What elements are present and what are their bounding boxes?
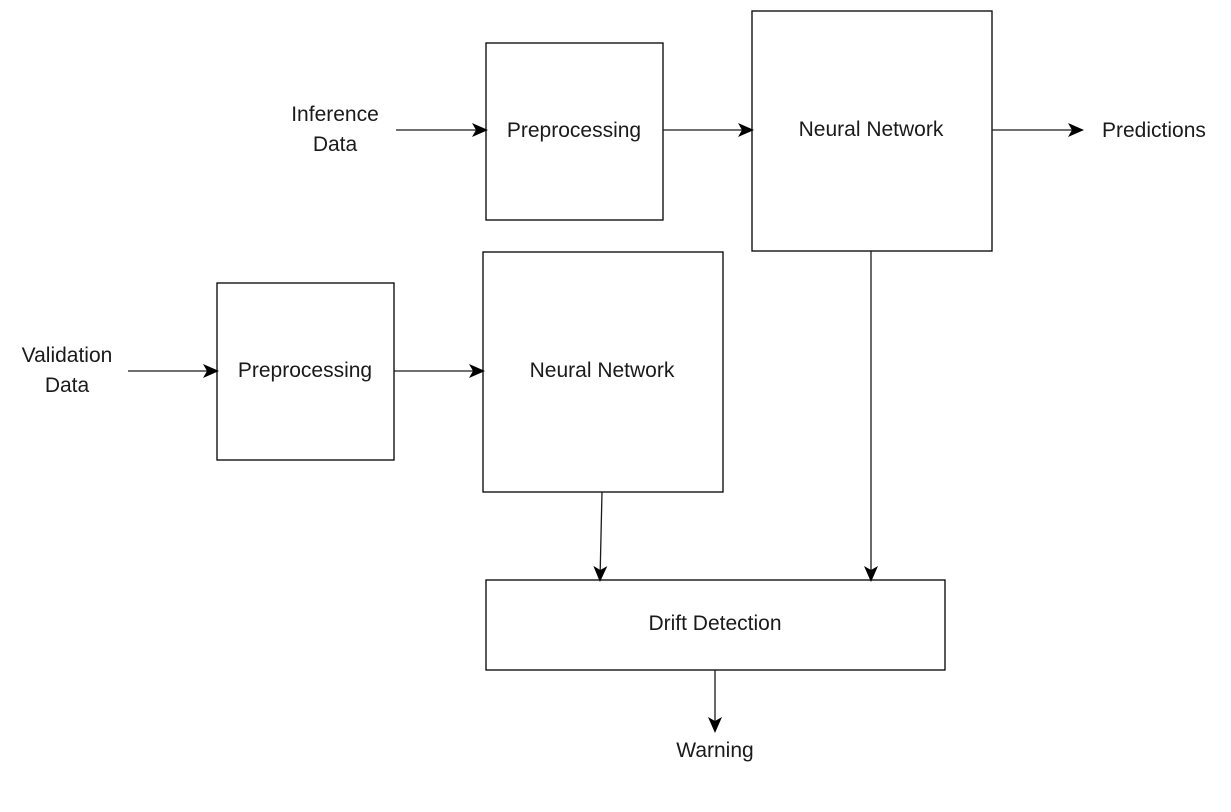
validation-data-label-line1: Validation xyxy=(22,344,113,367)
warning-label: Warning xyxy=(676,739,753,762)
drift-detection-box xyxy=(485,579,946,671)
preprocessing-bottom-box xyxy=(216,282,395,461)
neural-network-top-box xyxy=(751,10,993,252)
inference-data-label-line1: Inference xyxy=(291,103,379,126)
neural-network-top-label: Neural Network xyxy=(799,118,944,141)
inference-data-label-line2: Data xyxy=(313,133,358,156)
neural-network-bottom-label: Neural Network xyxy=(530,359,675,382)
arrow-neural-network-bottom-to-drift xyxy=(593,491,608,582)
preprocessing-top-label: Preprocessing xyxy=(507,119,641,142)
drift-detection-label: Drift Detection xyxy=(648,612,781,635)
predictions-label: Predictions xyxy=(1102,119,1206,142)
validation-data-label-line2: Data xyxy=(45,374,90,397)
neural-network-bottom-box xyxy=(482,251,724,493)
preprocessing-bottom-label: Preprocessing xyxy=(238,359,372,382)
preprocessing-top-box xyxy=(485,42,664,221)
